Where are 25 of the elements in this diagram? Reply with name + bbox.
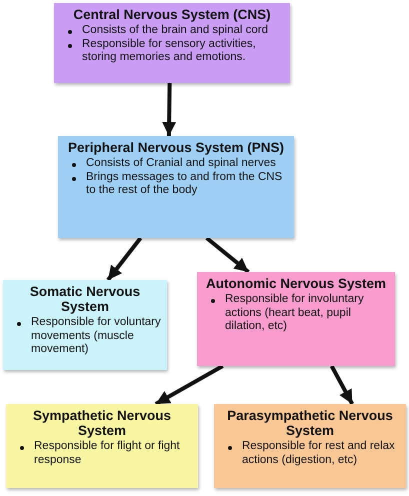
system-box bbox=[6, 404, 198, 488]
bullet-text: Responsible for involuntary actions (heart beat, pupil dilation, etc) bbox=[225, 293, 365, 334]
bullet-text: Responsible for rest and relax actions (digestion, etc) bbox=[242, 440, 396, 467]
box-title: Central Nervous System (CNS) bbox=[72, 7, 272, 22]
arrow bbox=[205, 236, 250, 274]
box-title: Parasympathetic Nervous System bbox=[226, 408, 394, 438]
system-box bbox=[3, 280, 167, 370]
arrow bbox=[330, 365, 354, 405]
bullet-text: Responsible for voluntary movements (muscle movement) bbox=[31, 316, 161, 356]
box-title: Sympathetic Nervous System bbox=[32, 408, 172, 438]
bullet-text: Consists of the brain and spinal cord bbox=[82, 24, 268, 38]
box-title: Autonomic Nervous System bbox=[204, 276, 388, 291]
bullet-text: Brings messages to and from the CNS to the rest of the body bbox=[86, 170, 284, 198]
arrow bbox=[154, 364, 224, 406]
system-box bbox=[197, 272, 395, 366]
arrow bbox=[106, 236, 142, 282]
bullet-text: Responsible for flight or fight response bbox=[34, 440, 181, 467]
bullet-text: Consists of Cranial and spinal nerves bbox=[86, 157, 276, 170]
system-box bbox=[58, 136, 294, 238]
system-box bbox=[54, 3, 290, 83]
system-box bbox=[214, 404, 406, 488]
box-title: Somatic Nervous System bbox=[28, 284, 142, 314]
bullet-text: Responsible for sensory activities, storing memories and emotions. bbox=[82, 38, 257, 64]
arrow bbox=[162, 82, 176, 136]
box-title: Peripheral Nervous System (PNS) bbox=[66, 140, 286, 155]
